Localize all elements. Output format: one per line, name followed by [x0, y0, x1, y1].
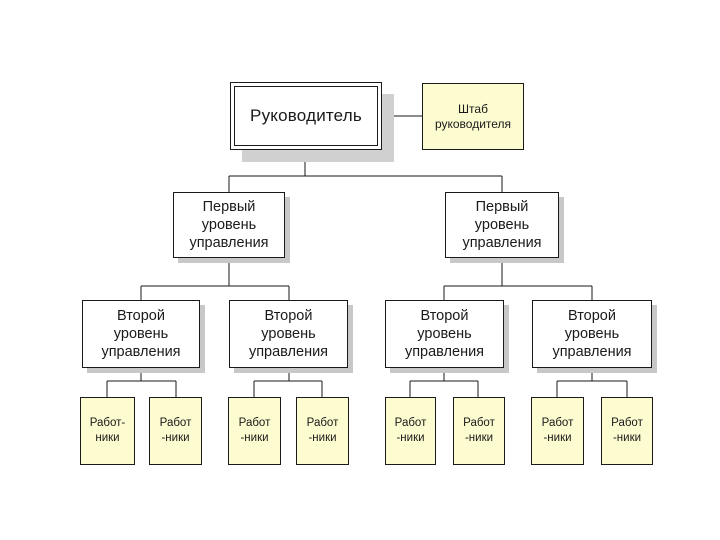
worker-label: Работ -ники: [159, 417, 192, 444]
level2-label: Второй уровень управления: [552, 308, 632, 360]
level2-node: Второй уровень управления: [532, 300, 652, 368]
level2-node: Второй уровень управления: [229, 300, 348, 368]
worker-label: Работ- ники: [89, 417, 126, 444]
worker-label: Работ -ники: [394, 417, 427, 444]
level1-label: Первый уровень управления: [189, 199, 269, 251]
worker-label: Работ -ники: [541, 417, 574, 444]
worker-label: Работ -ники: [463, 417, 495, 444]
level2-node: Второй уровень управления: [82, 300, 200, 368]
staff-node: Штаб руководителя: [422, 83, 524, 150]
worker-node: Работ -ники: [531, 397, 584, 465]
worker-label: Работ -ники: [306, 417, 339, 444]
level2-label: Второй уровень управления: [248, 308, 329, 360]
worker-node: Работ -ники: [453, 397, 505, 465]
level2-label: Второй уровень управления: [404, 308, 485, 360]
level2-label: Второй уровень управления: [101, 308, 181, 360]
worker-label: Работ -ники: [611, 417, 643, 444]
level1-node: Первый уровень управления: [173, 192, 285, 258]
worker-node: Работ -ники: [228, 397, 281, 465]
worker-node: Работ -ники: [149, 397, 202, 465]
worker-node: Работ -ники: [385, 397, 436, 465]
level2-node: Второй уровень управления: [385, 300, 504, 368]
worker-node: Работ- ники: [80, 397, 135, 465]
staff-label: Штаб руководителя: [434, 101, 512, 131]
level1-label: Первый уровень управления: [462, 199, 542, 251]
root-node-manager: Руководитель: [230, 82, 382, 150]
level1-node: Первый уровень управления: [445, 192, 559, 258]
worker-node: Работ -ники: [296, 397, 349, 465]
worker-node: Работ -ники: [601, 397, 653, 465]
worker-label: Работ -ники: [238, 417, 271, 444]
root-label: Руководитель: [250, 106, 362, 125]
